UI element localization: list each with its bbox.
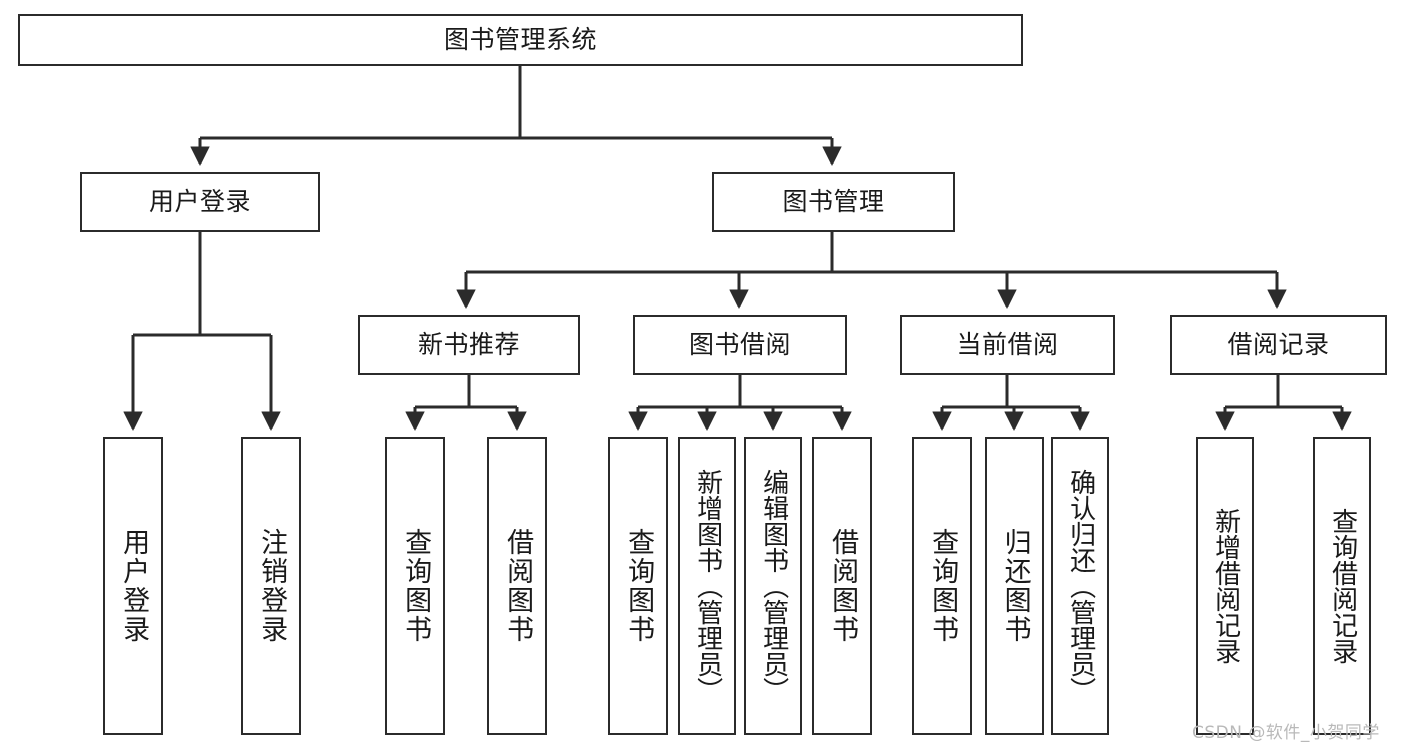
node-current-borrow[interactable]: 当前借阅 [900,315,1115,375]
leaf-query-book-recommend[interactable]: 查询图书 [385,437,445,735]
leaf-logout[interactable]: 注销登录 [241,437,301,735]
node-borrow-record[interactable]: 借阅记录 [1170,315,1387,375]
leaf-borrow-book[interactable]: 借阅图书 [812,437,872,735]
leaf-add-borrow-record-label: 新增借阅记录 [1210,508,1241,664]
leaf-return-book-label: 归还图书 [999,528,1031,644]
leaf-return-book[interactable]: 归还图书 [985,437,1044,735]
node-current-borrow-label: 当前借阅 [956,330,1059,360]
node-book-borrow[interactable]: 图书借阅 [633,315,847,375]
leaf-confirm-return-admin[interactable]: 确认归还（管理员） [1051,437,1109,735]
node-book-manage[interactable]: 图书管理 [712,172,955,232]
leaf-user-login[interactable]: 用户登录 [103,437,163,735]
leaf-confirm-return-admin-label: 确认归还（管理员） [1065,469,1096,703]
leaf-add-book-admin[interactable]: 新增图书（管理员） [678,437,736,735]
node-book-manage-label: 图书管理 [782,187,885,217]
csdn-watermark: CSDN @软件_小贺同学 [1192,723,1380,743]
node-book-borrow-label: 图书借阅 [688,330,791,360]
leaf-query-book-borrow-label: 查询图书 [623,528,655,644]
node-user-login-label: 用户登录 [148,187,251,217]
node-new-book-recommend[interactable]: 新书推荐 [358,315,580,375]
leaf-borrow-book-recommend[interactable]: 借阅图书 [487,437,547,735]
leaf-user-login-label: 用户登录 [118,528,150,644]
node-root[interactable]: 图书管理系统 [18,14,1023,66]
leaf-query-book-recommend-label: 查询图书 [400,528,432,644]
leaf-edit-book-admin[interactable]: 编辑图书（管理员） [744,437,802,735]
leaf-borrow-book-label: 借阅图书 [827,528,859,644]
leaf-add-book-admin-label: 新增图书（管理员） [692,469,723,703]
node-borrow-record-label: 借阅记录 [1227,330,1330,360]
node-root-label: 图书管理系统 [443,25,597,55]
leaf-add-borrow-record[interactable]: 新增借阅记录 [1196,437,1254,735]
node-user-login[interactable]: 用户登录 [80,172,320,232]
leaf-query-book-current[interactable]: 查询图书 [912,437,972,735]
leaf-borrow-book-recommend-label: 借阅图书 [502,528,534,644]
leaf-query-book-current-label: 查询图书 [927,528,959,644]
leaf-query-borrow-record-label: 查询借阅记录 [1327,508,1358,664]
leaf-query-borrow-record[interactable]: 查询借阅记录 [1313,437,1371,735]
leaf-query-book-borrow[interactable]: 查询图书 [608,437,668,735]
leaf-edit-book-admin-label: 编辑图书（管理员） [758,469,789,703]
leaf-logout-label: 注销登录 [256,528,288,644]
node-new-book-recommend-label: 新书推荐 [417,330,520,360]
